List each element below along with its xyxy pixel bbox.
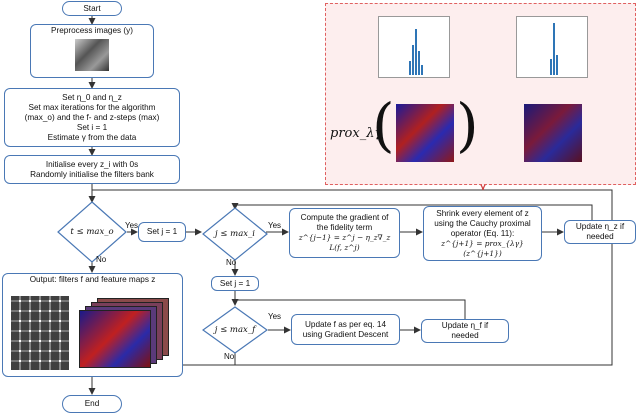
update-eta-f-line-2: needed xyxy=(451,331,479,340)
set-j1-label: Set j = 1 xyxy=(146,227,178,236)
paren-left: ( xyxy=(372,91,395,159)
gradient-formula: z^{j−1} = z^j − η_z∇_z L(f, z^j) xyxy=(298,233,391,252)
update-eta-z-line-2: needed xyxy=(586,232,614,241)
output-label: Output: filters f and feature maps z xyxy=(29,275,156,284)
update-f-line-2: using Gradient Descent xyxy=(302,329,389,339)
no-label-inner: No xyxy=(226,258,237,267)
gradient-line-2: the fidelity term xyxy=(316,223,373,232)
input-image-thumb xyxy=(75,39,109,71)
update-eta-f-node: Update η_f if needed xyxy=(421,319,509,343)
cond-inner-label: j ≤ max_i xyxy=(214,229,256,239)
shrink-line-3: operator (Eq. 11): xyxy=(450,228,515,238)
shrink-formula: z^{j+1} = prox_{λγ}(z^{j+1}) xyxy=(441,238,524,258)
update-f-node: Update f as per eq. 14 using Gradient De… xyxy=(291,314,400,345)
setup-line-1: Set η_0 and η_z xyxy=(62,92,122,102)
prox-illustration-panel: prox_λγ ( ) xyxy=(325,3,636,185)
init-node: Initialise every z_i with 0s Randomly in… xyxy=(4,155,180,184)
shrink-node: Shrink every element of z using the Cauc… xyxy=(423,206,542,261)
setup-line-3: (max_o) and the f- and z-steps (max) xyxy=(24,112,160,122)
yes-label-f: Yes xyxy=(268,312,282,321)
start-label: Start xyxy=(83,3,101,13)
preprocess-node: Preprocess images (y) xyxy=(30,24,154,78)
init-line-1: Initialise every z_i with 0s xyxy=(45,159,139,169)
end-node: End xyxy=(62,395,122,413)
update-eta-z-node: Update η_z if needed xyxy=(564,220,636,244)
histogram-after xyxy=(516,16,588,78)
yes-label-outer: Yes xyxy=(125,221,139,230)
no-label-outer: No xyxy=(96,255,107,264)
preprocess-label: Preprocess images (y) xyxy=(51,26,133,35)
histogram-before xyxy=(378,16,450,78)
setup-line-4: Set i = 1 xyxy=(76,122,108,132)
set-j1-b-node: Set j = 1 xyxy=(211,276,259,291)
prox-operator-label: prox_λγ xyxy=(330,126,383,141)
no-label-f: No xyxy=(224,352,235,361)
update-f-line-1: Update f as per eq. 14 xyxy=(304,319,387,329)
end-label: End xyxy=(84,399,100,408)
diamond-f xyxy=(202,306,268,354)
feature-maps-stack xyxy=(79,298,169,370)
paren-right: ) xyxy=(456,91,479,159)
cond-f-label: j ≤ max_f xyxy=(214,325,256,335)
output-node: Output: filters f and feature maps z xyxy=(2,273,183,377)
update-eta-z-line-1: Update η_z if xyxy=(575,222,625,231)
shrink-line-1: Shrink every element of z xyxy=(436,208,529,218)
gradient-node: Compute the gradient of the fidelity ter… xyxy=(289,208,400,258)
start-node: Start xyxy=(62,1,122,16)
cond-outer-label: t ≤ max_o xyxy=(70,227,114,237)
diamond-inner xyxy=(202,207,268,261)
update-eta-f-line-1: Update η_f if xyxy=(441,321,489,330)
set-j1-node: Set j = 1 xyxy=(138,222,186,242)
init-line-2: Randomly initialise the filters bank xyxy=(30,169,154,179)
yes-label-inner: Yes xyxy=(268,221,282,230)
filters-grid xyxy=(11,296,69,370)
gradient-line-1: Compute the gradient of xyxy=(300,213,389,222)
setup-node: Set η_0 and η_z Set max iterations for t… xyxy=(4,88,180,147)
diamond-outer xyxy=(57,201,127,263)
set-j1-b-label: Set j = 1 xyxy=(219,278,251,288)
setup-line-2: Set max iterations for the algorithm xyxy=(28,102,156,112)
feature-map-before xyxy=(396,104,454,162)
setup-line-5: Estimate γ from the data xyxy=(47,132,137,142)
feature-map-after xyxy=(524,104,582,162)
shrink-line-2: using the Cauchy proximal xyxy=(434,218,531,228)
